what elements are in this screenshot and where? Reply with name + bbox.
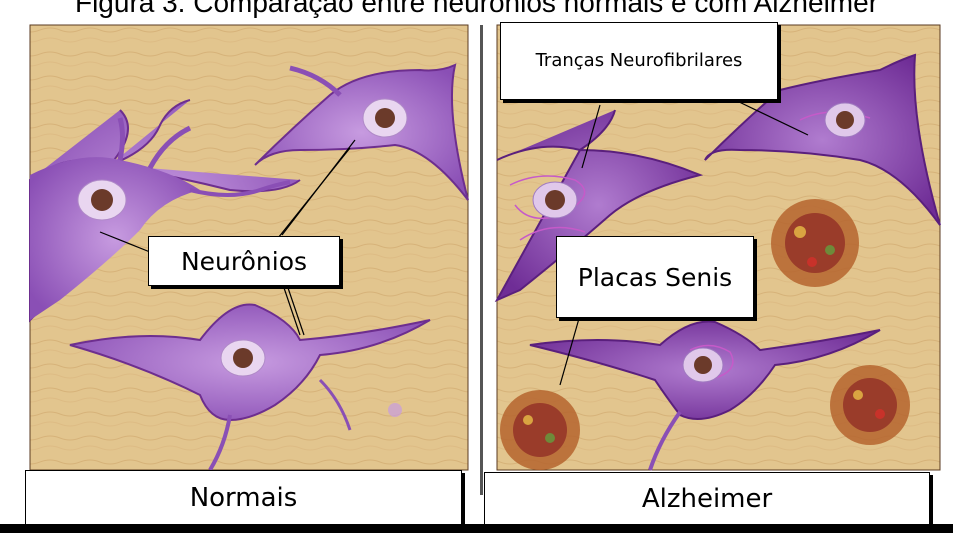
label-plaques-text: Placas Senis bbox=[578, 263, 732, 292]
figure-caption: Figura 3. Comparação entre neurônios nor… bbox=[0, 0, 953, 19]
bottom-border bbox=[0, 524, 953, 533]
label-neurons: Neurônios bbox=[148, 236, 340, 286]
plaque-3 bbox=[830, 365, 910, 445]
label-tangles: Tranças Neurofibrilares bbox=[500, 22, 778, 100]
label-neurons-text: Neurônios bbox=[181, 247, 307, 276]
plaque-1 bbox=[771, 199, 859, 287]
plaque-2 bbox=[500, 390, 580, 470]
panel-label-alzheimer-text: Alzheimer bbox=[642, 484, 772, 514]
label-tangles-text: Tranças Neurofibrilares bbox=[536, 49, 743, 73]
label-plaques: Placas Senis bbox=[556, 236, 754, 318]
panel-label-normal: Normais bbox=[25, 470, 462, 526]
panel-divider bbox=[480, 25, 483, 495]
panel-label-normal-text: Normais bbox=[190, 483, 298, 513]
panel-label-alzheimer: Alzheimer bbox=[484, 472, 930, 526]
